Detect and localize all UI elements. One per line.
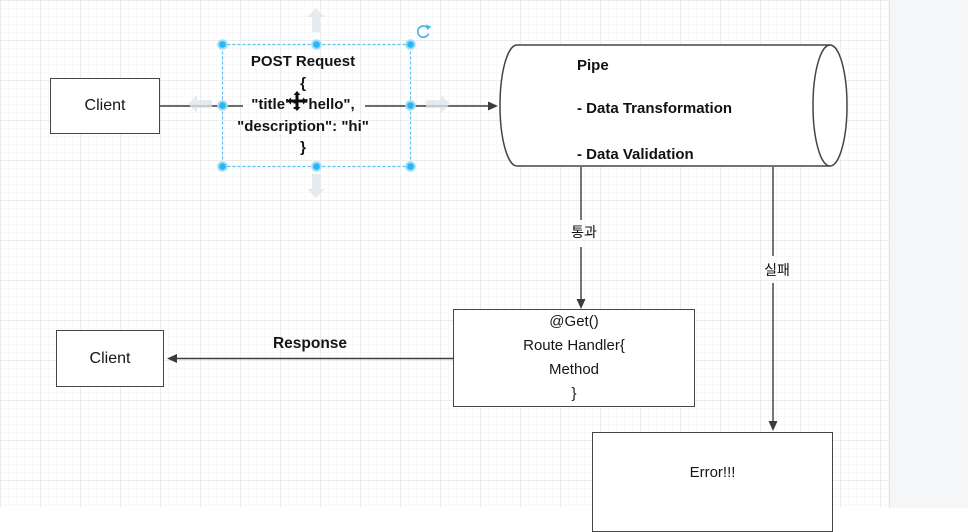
handle-top-right[interactable] [405, 39, 416, 50]
pipe-item: - Data Transformation [577, 100, 733, 117]
node-route-handler[interactable]: @Get() Route Handler{ Method } [453, 309, 695, 407]
request-label-line: "title": "hello", [251, 96, 355, 113]
selection-handles [217, 39, 416, 172]
handle-middle-left[interactable] [217, 100, 228, 111]
pipe-item: - Data Validation [577, 146, 694, 163]
handle-bottom-left[interactable] [217, 161, 228, 172]
diagram-overlay [160, 8, 848, 431]
edge-pass-arrowhead[interactable] [576, 299, 586, 309]
edge-response-arrowhead[interactable] [167, 354, 177, 363]
edge-fail-arrowhead[interactable] [768, 421, 778, 431]
cylinder-end-rim [812, 44, 831, 167]
request-label-line: POST Request [250, 53, 356, 70]
client-bottom-label: Client [89, 349, 131, 367]
node-client-top[interactable]: Client [50, 78, 160, 134]
node-error[interactable]: Error!!! [592, 432, 833, 532]
move-cursor-icon [287, 91, 307, 111]
route-handler-line: @Get() [549, 313, 599, 330]
route-handler-line: Route Handler{ [523, 337, 625, 354]
offpage-background [889, 0, 968, 508]
handle-top-center[interactable] [311, 39, 322, 50]
client-top-label: Client [84, 97, 126, 114]
route-handler-line: Method [548, 361, 600, 378]
request-label-line: { [300, 74, 306, 92]
error-label: Error!!! [689, 464, 736, 481]
rotate-clockwise-icon[interactable] [416, 24, 432, 39]
fail-edge-label[interactable]: 실패 [764, 262, 790, 278]
request-edge-label[interactable]: POST Request { "title": "hello", "descri… [213, 51, 393, 159]
pipe-node-shape[interactable] [499, 44, 848, 167]
pass-edge-label[interactable]: 통과 [571, 224, 597, 240]
handle-bottom-right[interactable] [405, 161, 416, 172]
node-client-bottom[interactable]: Client [56, 330, 164, 387]
quick-connect-arrow-down-icon[interactable] [307, 174, 325, 198]
handle-top-left[interactable] [217, 39, 228, 50]
edge-request-arrowhead[interactable] [488, 101, 498, 111]
request-label-line: } [300, 139, 306, 156]
quick-connect-arrow-up-icon[interactable] [307, 8, 325, 32]
response-edge-label[interactable]: Response [272, 335, 348, 352]
quick-connect-arrow-right-icon[interactable] [426, 95, 450, 113]
request-label-line: "description": "hi" [237, 117, 369, 135]
pipe-title: Pipe [577, 57, 609, 74]
route-handler-line: } [571, 385, 577, 402]
handle-bottom-center[interactable] [311, 161, 322, 172]
quick-connect-arrow-left-icon[interactable] [188, 95, 212, 113]
handle-middle-right[interactable] [405, 100, 416, 111]
